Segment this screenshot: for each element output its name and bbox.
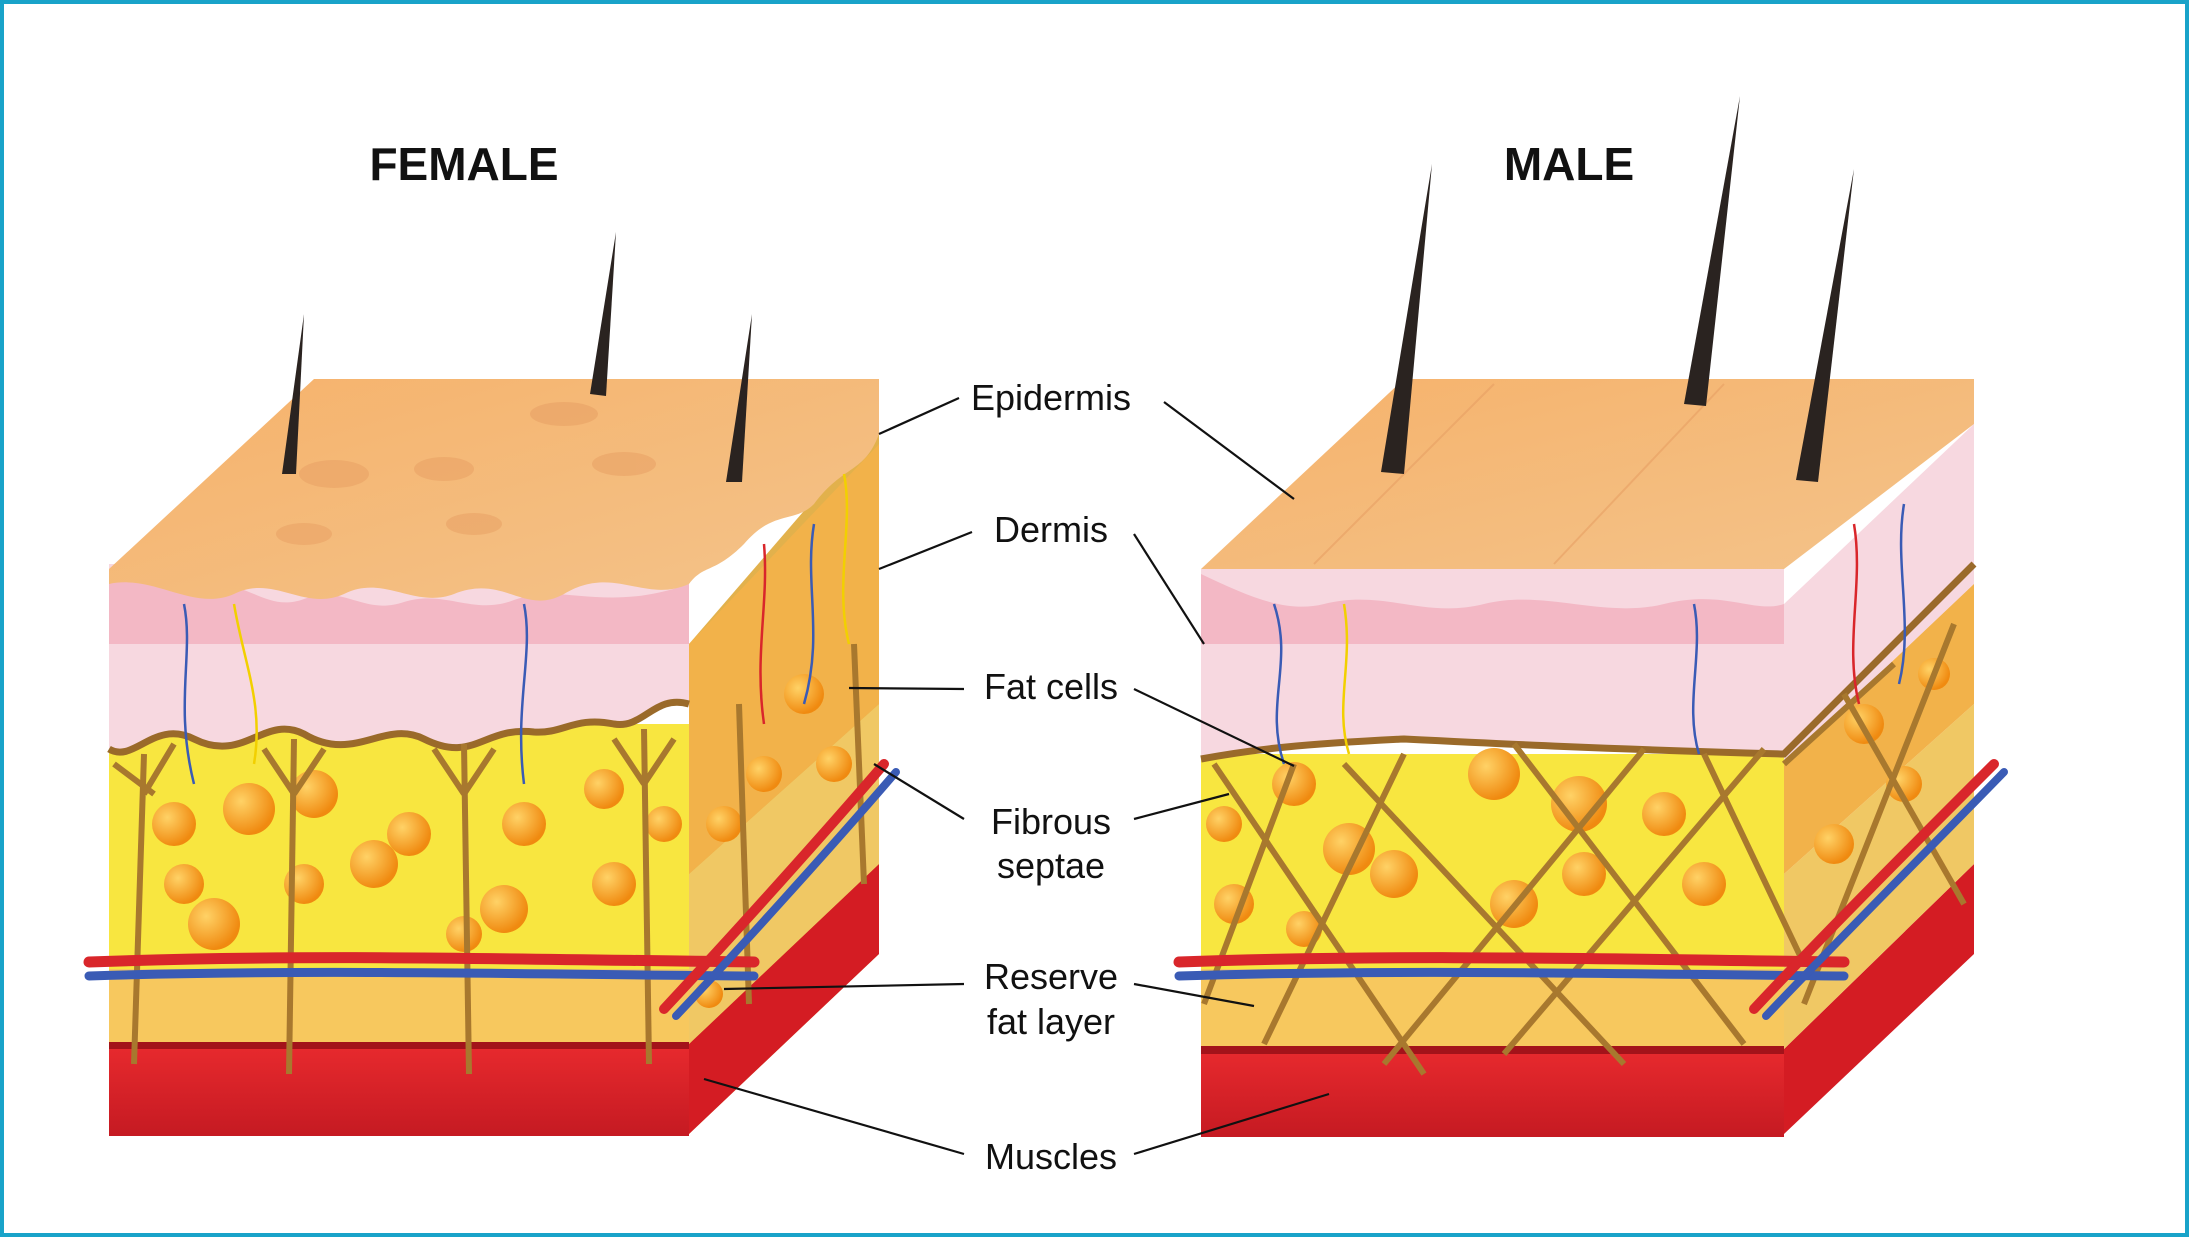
- label-reserve-fat-line2: fat layer: [987, 1001, 1115, 1042]
- female-epidermis-layer: [109, 379, 879, 601]
- male-blood-vessels: [1173, 759, 2008, 1020]
- label-fibrous-septae-line2: septae: [997, 845, 1105, 886]
- male-hairs: [1381, 96, 1854, 482]
- skin-diagram: FEMALE MALE: [83, 96, 2008, 1177]
- label-muscles: Muscles: [985, 1136, 1117, 1177]
- label-fat-cells: Fat cells: [984, 666, 1118, 707]
- female-blood-vessels: [83, 759, 900, 1020]
- female-muscle-layer: [109, 1044, 689, 1136]
- label-epidermis: Epidermis: [971, 377, 1131, 418]
- leader-lines: [703, 396, 1330, 1156]
- label-dermis: Dermis: [994, 509, 1108, 550]
- female-fibrous-septae: [112, 643, 867, 1075]
- male-title: MALE: [1504, 138, 1634, 190]
- label-fibrous-septae-line1: Fibrous: [991, 801, 1111, 842]
- male-muscle-layer: [1201, 1049, 1784, 1137]
- male-fibrous-septae: [1201, 622, 1967, 1076]
- male-side-muscle: [1784, 864, 1974, 1134]
- label-reserve-fat-line1: Reserve: [984, 956, 1118, 997]
- male-skin-block: [1173, 96, 2008, 1137]
- female-hairs: [282, 232, 752, 482]
- female-title: FEMALE: [369, 138, 558, 190]
- female-skin-block: [83, 232, 900, 1136]
- labels: Epidermis Dermis Fat cells Fibrous septa…: [971, 377, 1131, 1177]
- female-side-muscle: [689, 864, 879, 1134]
- female-fat-cells: [152, 674, 852, 1008]
